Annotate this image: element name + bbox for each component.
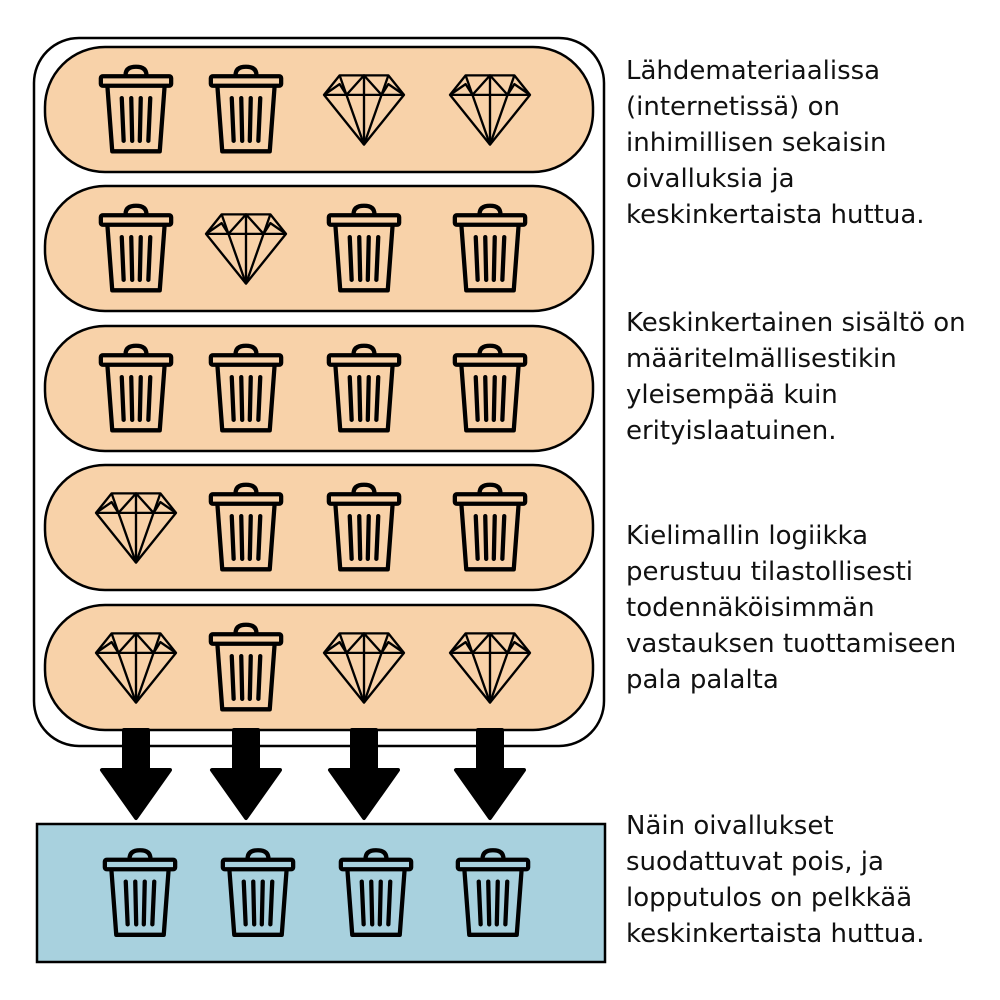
down-arrow	[210, 728, 282, 820]
caption-result: Näin oivallukset suodattuvat pois, ja lo…	[626, 811, 925, 949]
layer-4	[43, 463, 595, 592]
down-arrow	[328, 728, 400, 820]
model-layers	[43, 45, 595, 732]
output-band	[35, 822, 607, 964]
output-arrows	[100, 728, 526, 820]
caption-average-content: Keskinkertainen sisältö on määritelmälli…	[626, 308, 966, 446]
down-arrow	[454, 728, 526, 820]
layer-band	[43, 603, 595, 732]
output-box	[35, 822, 607, 964]
caption-model-logic: Kielimallin logiikka perustuu tilastolli…	[626, 521, 957, 695]
layer-5	[43, 603, 595, 732]
down-arrow	[100, 728, 172, 820]
layer-band	[43, 45, 595, 174]
layer-3	[43, 324, 595, 453]
caption-source-material: Lähdemateriaalissa (internetissä) on inh…	[626, 56, 925, 230]
layer-1	[43, 45, 595, 174]
layer-2	[43, 184, 595, 313]
